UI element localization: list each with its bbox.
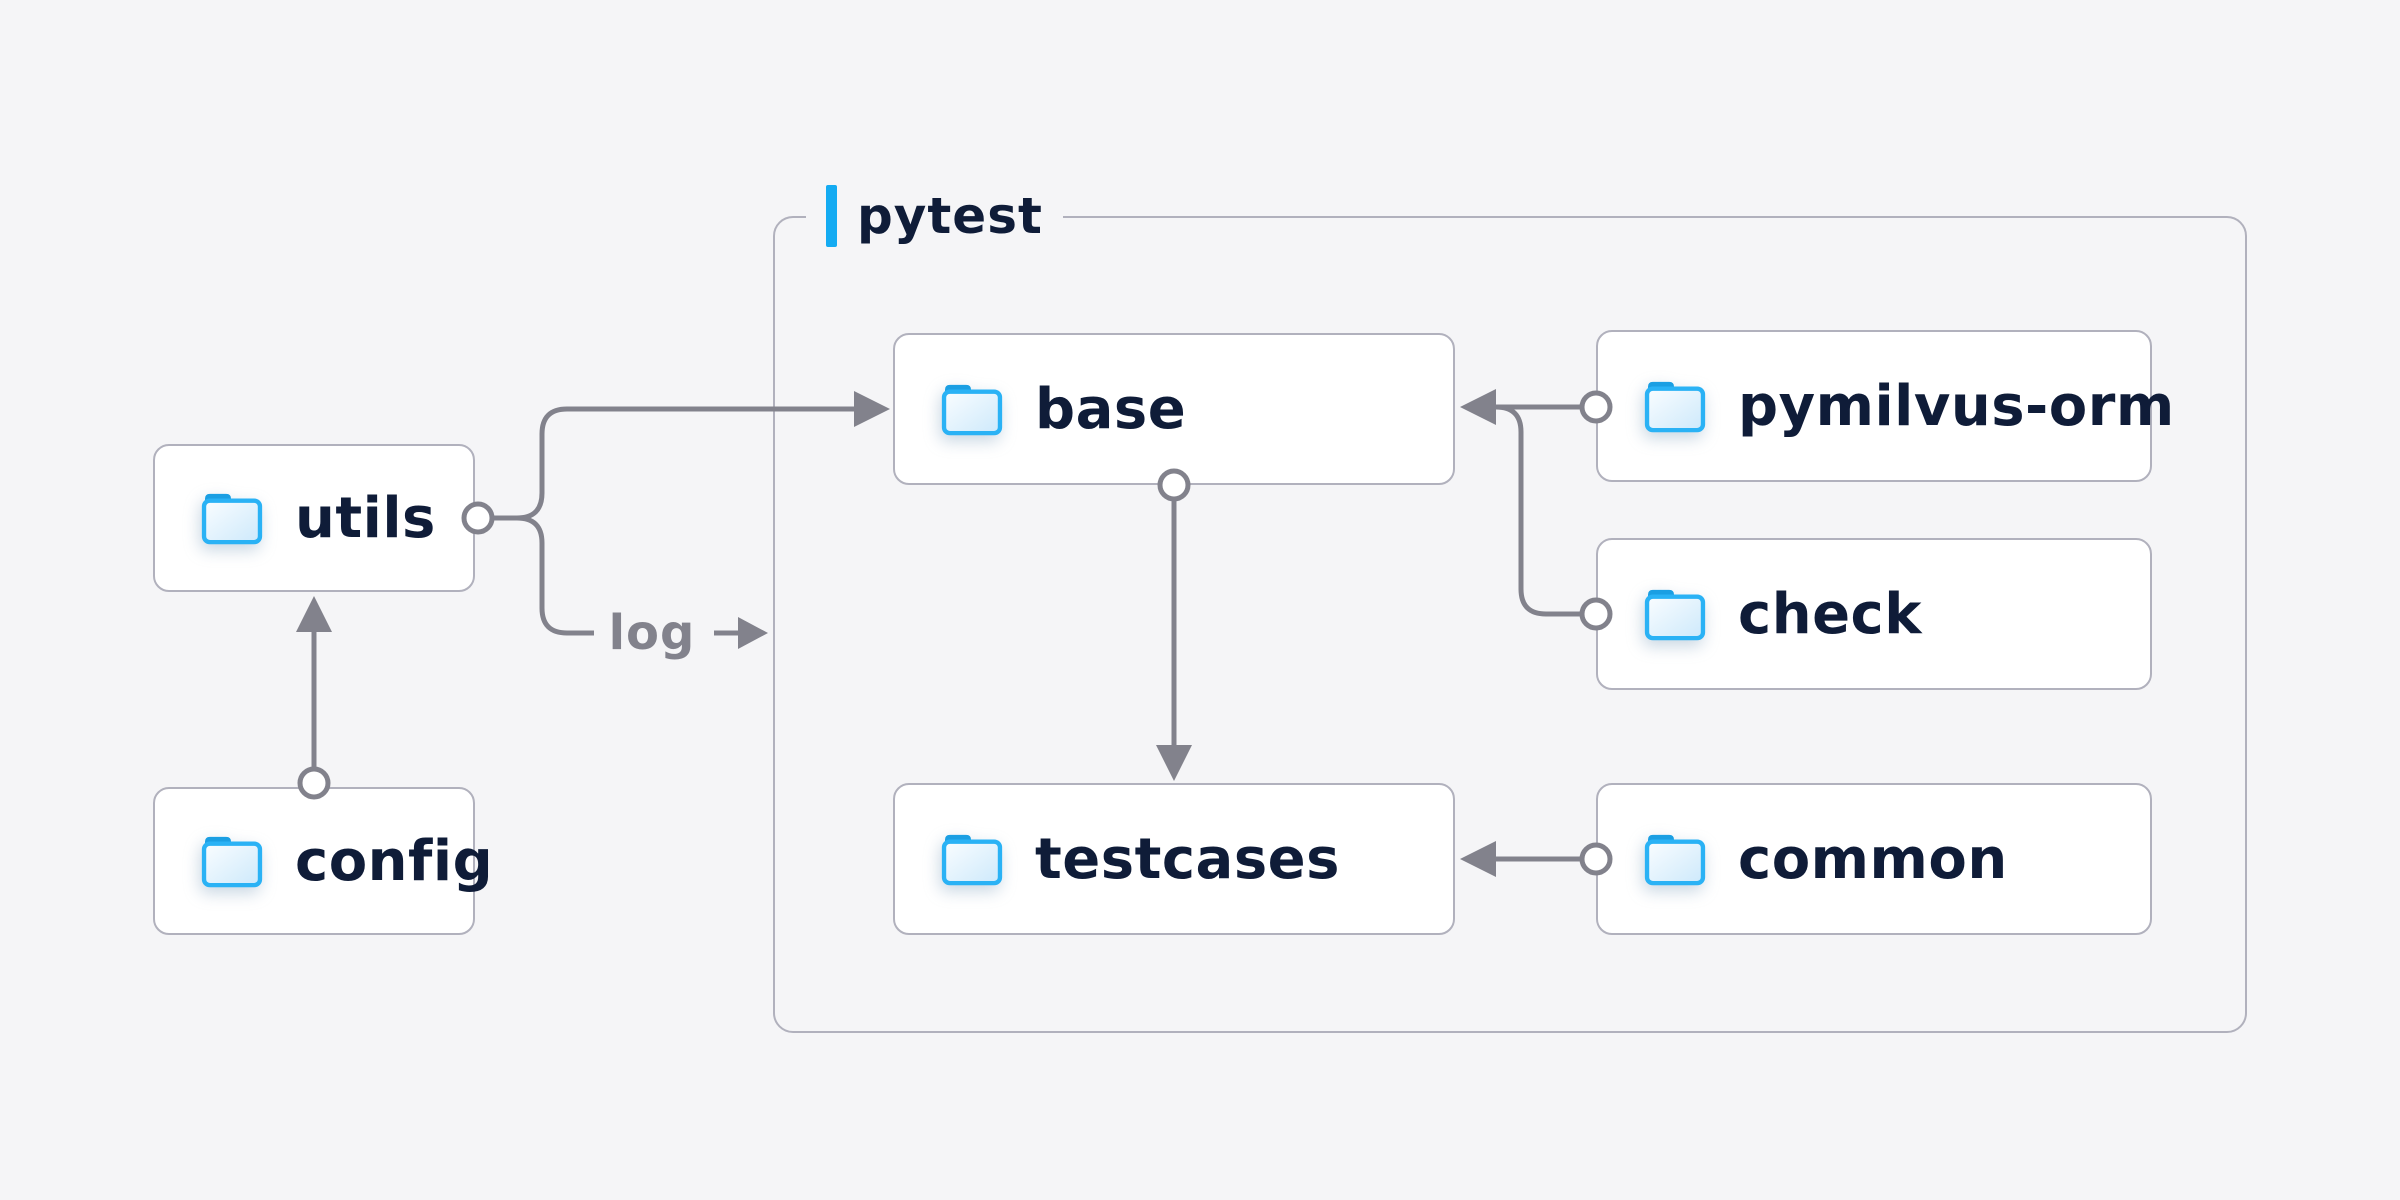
folder-icon	[1644, 379, 1706, 433]
folder-icon	[941, 382, 1003, 436]
accent-bar-icon	[826, 185, 837, 247]
edge-label-log: log	[608, 605, 696, 661]
node-check: check	[1596, 538, 2152, 690]
node-common: common	[1596, 783, 2152, 935]
node-base: base	[893, 333, 1455, 485]
folder-icon	[1644, 587, 1706, 641]
node-base-label: base	[1035, 376, 1187, 442]
folder-icon	[941, 832, 1003, 886]
node-utils: utils	[153, 444, 475, 592]
node-common-label: common	[1738, 826, 2008, 892]
node-testcases: testcases	[893, 783, 1455, 935]
node-pymilvus-orm-label: pymilvus-orm	[1738, 373, 2175, 439]
folder-icon	[201, 491, 263, 545]
node-check-label: check	[1738, 581, 1922, 647]
pytest-group-title: pytest	[857, 187, 1043, 245]
node-config: config	[153, 787, 493, 935]
edge-config-to-utils	[296, 596, 332, 800]
node-testcases-label: testcases	[1035, 826, 1340, 892]
folder-icon	[201, 834, 263, 888]
pytest-group-container	[773, 216, 2247, 1033]
node-pymilvus-orm: pymilvus-orm	[1596, 330, 2174, 482]
node-config-label: config	[295, 828, 494, 894]
pytest-group-label: pytest	[806, 183, 1063, 249]
node-utils-label: utils	[295, 485, 436, 551]
folder-icon	[1644, 832, 1706, 886]
